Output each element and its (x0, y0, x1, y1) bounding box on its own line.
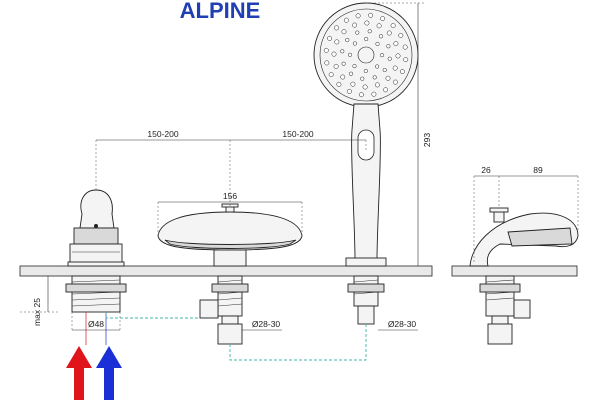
nozzle-dot (380, 16, 386, 22)
nozzle-dot (355, 30, 360, 35)
dim-max-thickness: max 25 (32, 298, 42, 326)
deck-slab (19, 265, 433, 277)
nozzle-dot (386, 44, 391, 49)
dim-spacing-left: 150-200 (147, 129, 178, 139)
nozzle-dot (363, 68, 368, 74)
product-title: ALPINE (180, 0, 261, 23)
nozzle-dot (328, 72, 334, 78)
hose-link (105, 312, 200, 319)
nozzle-dot (371, 91, 377, 97)
nozzle-dot (350, 81, 356, 87)
nozzle-dot (402, 44, 408, 50)
nozzle-dot (347, 52, 353, 57)
hose-route (229, 324, 367, 361)
nozzle-dot (364, 36, 369, 42)
dim-spacing-right: 150-200 (282, 129, 313, 139)
nozzle-dot (340, 74, 346, 80)
dim-shower-height: 293 (422, 133, 432, 147)
nozzle-dot (360, 76, 365, 81)
nozzle-dot (375, 41, 380, 46)
dim-spout-width: 156 (223, 191, 237, 201)
dim-side-offset: 26 (481, 165, 491, 175)
nozzle-dot (341, 61, 346, 66)
nozzle-dot (345, 37, 350, 43)
nozzle-dot (327, 35, 333, 41)
nozzle-dot (348, 71, 354, 76)
dim-hole-left: Ø48 (88, 319, 104, 329)
nozzle-dot (336, 81, 342, 87)
nozzle-dot (395, 53, 401, 59)
nozzle-dot (403, 57, 409, 63)
nozzle-dot (352, 22, 358, 28)
shower-nozzles (323, 12, 409, 98)
nozzle-dot (362, 84, 368, 90)
nozzle-dot (399, 69, 405, 75)
nozzle-dot (367, 29, 372, 34)
nozzle-dot (398, 32, 404, 38)
nozzle-dot (352, 64, 357, 69)
nozzle-dot (333, 63, 339, 69)
nozzle-dot (334, 25, 340, 31)
spout (157, 203, 303, 267)
nozzle-dot (334, 39, 340, 45)
nozzle-dot (379, 53, 385, 58)
shower-thread (347, 275, 385, 325)
mixer-thread (65, 275, 127, 345)
nozzle-dot (355, 13, 361, 19)
nozzle-dot (343, 17, 349, 23)
nozzle-dot (341, 29, 347, 35)
nozzle-dot (346, 88, 352, 94)
hand-shower (313, 2, 419, 267)
nozzle-dot (375, 64, 380, 69)
spout-thread (199, 275, 249, 345)
nozzle-dot (383, 87, 389, 93)
nozzle-dot (390, 23, 396, 29)
cold-water-arrow-icon (96, 346, 122, 400)
nozzle-dot (323, 47, 329, 53)
nozzle-dot (331, 51, 337, 57)
nozzle-dot (368, 12, 374, 18)
nozzle-dot (385, 75, 391, 81)
nozzle-dot (376, 23, 382, 29)
deck-slab-side (451, 265, 578, 277)
nozzle-dot (393, 41, 399, 47)
nozzle-dot (387, 56, 392, 61)
nozzle-dot (364, 20, 370, 26)
dim-side-projection: 89 (533, 165, 543, 175)
mixer-lever (67, 189, 125, 267)
nozzle-dot (324, 60, 330, 66)
dim-hole-center: Ø28-30 (252, 319, 281, 329)
nozzle-dot (378, 34, 384, 39)
nozzle-dot (352, 41, 357, 46)
side-view-spout (469, 207, 579, 267)
nozzle-dot (374, 82, 380, 88)
dim-hole-right: Ø28-30 (388, 319, 417, 329)
nozzle-dot (372, 75, 377, 80)
nozzle-dot (392, 65, 398, 71)
nozzle-dot (382, 67, 387, 73)
hot-water-arrow-icon (66, 346, 92, 400)
nozzle-dot (386, 30, 392, 36)
nozzle-dot (340, 49, 345, 54)
nozzle-dot (358, 92, 364, 98)
nozzle-dot (392, 79, 398, 85)
side-view-thread (479, 275, 531, 345)
